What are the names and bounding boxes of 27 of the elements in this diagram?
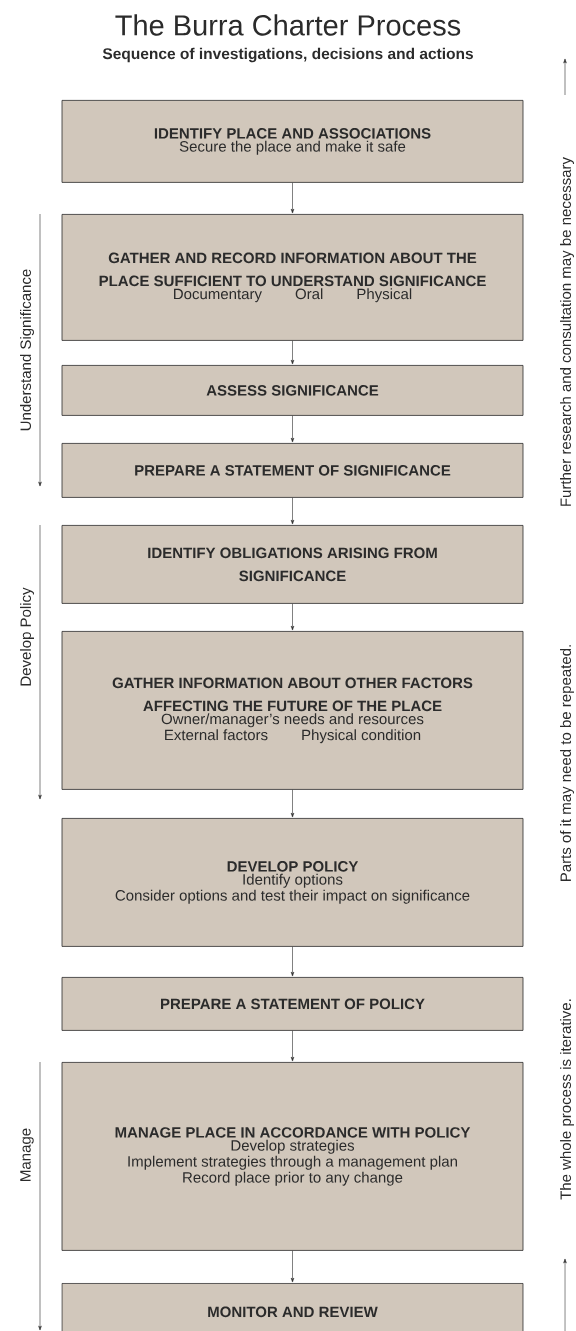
process-box: PREPARE A STATEMENT OF SIGNIFICANCE bbox=[61, 443, 524, 498]
process-box: GATHER INFORMATION ABOUT OTHER FACTORS AFFECTING THE FUTURE OF THE PLACE Owner/manager’s needs and resources External factors Physical condition bbox=[61, 631, 524, 790]
phase-label: Understand Significance bbox=[20, 269, 34, 431]
process-box: MANAGE PLACE IN ACCORDANCE WITH POLICY Develop strategies Implement strategies through a management plan Record place prior to any change bbox=[61, 1062, 524, 1251]
side-note: The whole process is iterative. bbox=[560, 999, 574, 1200]
process-box: MONITOR AND REVIEW bbox=[61, 1283, 524, 1331]
arrow bbox=[290, 497, 295, 525]
process-box: DEVELOP POLICY Identify options Consider options and test their impact on significance bbox=[61, 818, 524, 947]
side-note: Further research and consultation may be necessary bbox=[560, 157, 574, 506]
arrow bbox=[290, 946, 295, 977]
phase-label: Manage bbox=[20, 1128, 34, 1181]
arrow bbox=[290, 789, 295, 818]
process-box: PREPARE A STATEMENT OF POLICY bbox=[61, 977, 524, 1031]
process-box: GATHER AND RECORD INFORMATION ABOUT THE PLACE SUFFICIENT TO UNDERSTAND SIGNIFICANCE Documentary Oral Physical bbox=[61, 214, 524, 341]
process-box: IDENTIFY PLACE AND ASSOCIATIONS Secure the place and make it safe bbox=[61, 100, 524, 183]
process-box: IDENTIFY OBLIGATIONS ARISING FROM SIGNIFICANCE bbox=[61, 525, 524, 604]
arrow bbox=[290, 1250, 295, 1283]
phase-label: Develop Policy bbox=[20, 587, 34, 686]
arrow bbox=[290, 415, 295, 443]
arrow bbox=[290, 1030, 295, 1062]
arrow bbox=[290, 603, 295, 631]
side-note: Parts of it may need to be repeated. bbox=[560, 645, 574, 882]
subtitle: Sequence of investigations, decisions and actions bbox=[102, 47, 473, 63]
title: The Burra Charter Process bbox=[115, 14, 461, 36]
process-box: ASSESS SIGNIFICANCE bbox=[61, 365, 524, 416]
arrow bbox=[290, 340, 295, 365]
arrow bbox=[290, 182, 295, 214]
